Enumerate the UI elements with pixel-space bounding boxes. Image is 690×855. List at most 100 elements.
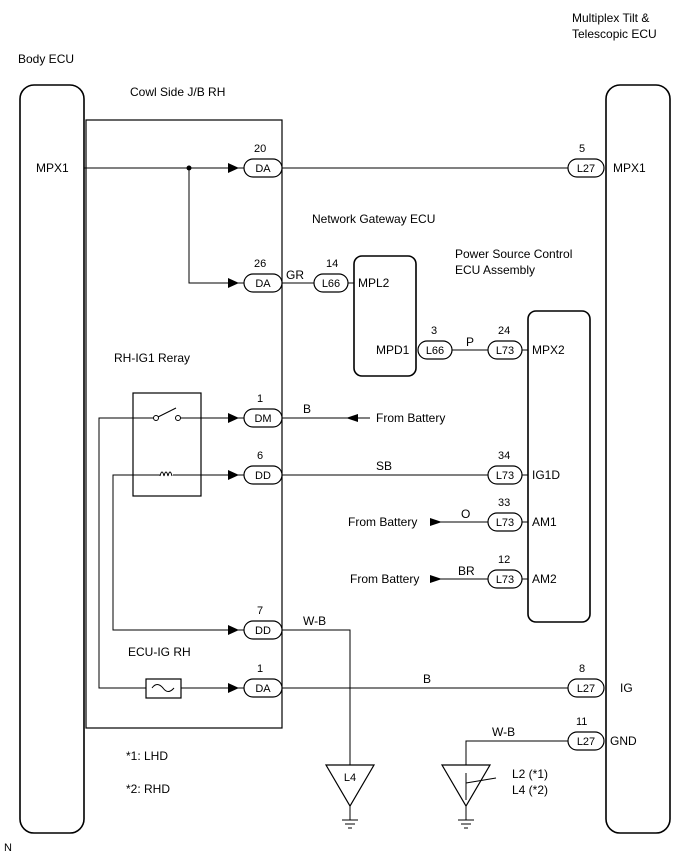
corner-mark: N xyxy=(4,842,12,854)
wire-wb-left xyxy=(282,629,351,765)
power-source-label-line2: ECU Assembly xyxy=(455,263,535,277)
power-conn-label: L73 xyxy=(496,574,514,586)
relay-contact-2 xyxy=(175,415,181,421)
gateway-label: Network Gateway ECU xyxy=(312,212,435,226)
jb-pin-num: 7 xyxy=(257,605,263,617)
arrow-right-icon xyxy=(430,518,442,526)
power-pin-name: AM2 xyxy=(532,572,557,586)
wire-color-p: P xyxy=(466,335,474,349)
jb-conn-label: DD xyxy=(255,470,271,482)
gateway-pin-num: 3 xyxy=(431,325,437,337)
power-conn-label: L73 xyxy=(496,470,514,482)
tilt-pin-num: 11 xyxy=(576,716,587,728)
tilt-pin-num: 8 xyxy=(579,663,585,675)
battery-source-3: From Battery xyxy=(350,572,442,586)
power-pin-num: 34 xyxy=(498,450,510,462)
ground-right: L2 (*1) L4 (*2) xyxy=(440,764,548,829)
jb-connector-dd6: DD 6 xyxy=(228,450,283,485)
tilt-conn-label: L27 xyxy=(577,683,595,695)
power-source-label-line1: Power Source Control xyxy=(455,247,572,261)
power-pin-num: 33 xyxy=(498,497,510,509)
wire-branch-da26 xyxy=(188,168,244,284)
power-conn-label: L73 xyxy=(496,517,514,529)
power-connector-mpx2: L73 24 MPX2 xyxy=(487,325,565,360)
gateway-connector-mpl2: L66 14 MPL2 xyxy=(313,258,390,293)
jb-connector-dd7: DD 7 xyxy=(228,605,283,640)
tilt-pin-name: MPX1 xyxy=(613,161,646,175)
tilt-conn-label: L27 xyxy=(577,163,595,175)
tilt-ecu-label-line2: Telescopic ECU xyxy=(572,27,657,41)
gateway-pin-name: MPL2 xyxy=(358,276,390,290)
wire-color-b-bottom: B xyxy=(423,672,431,686)
body-ecu-box xyxy=(19,84,85,834)
power-connector-ig1d: L73 34 IG1D xyxy=(487,450,560,485)
power-source-box xyxy=(527,310,591,623)
tilt-conn-label: L27 xyxy=(577,736,595,748)
power-pin-num: 24 xyxy=(498,325,510,337)
power-connector-am2: L73 12 AM2 xyxy=(487,554,557,589)
tilt-connector-ig: L27 8 IG xyxy=(567,663,633,698)
gateway-pin-num: 14 xyxy=(326,258,338,270)
arrow-right-icon xyxy=(430,575,442,583)
gateway-box xyxy=(353,255,417,377)
battery-source-1: From Battery xyxy=(346,411,445,425)
relay-coil-icon xyxy=(159,471,173,477)
jb-connector-da1: DA 1 xyxy=(228,663,283,698)
relay-contact-1 xyxy=(153,415,159,421)
jb-conn-label: DD xyxy=(255,625,271,637)
ground-triangle-icon xyxy=(324,764,376,808)
ground-label: L4 xyxy=(344,772,356,784)
tilt-pin-name: IG xyxy=(620,681,633,695)
power-pin-name: MPX2 xyxy=(532,343,565,357)
tilt-connector-mpx1: L27 5 MPX1 xyxy=(567,143,646,178)
jb-conn-label: DA xyxy=(255,683,271,695)
ground-label-2: L4 (*2) xyxy=(512,783,548,797)
tilt-ecu-box xyxy=(605,84,671,834)
power-pin-name: IG1D xyxy=(532,468,560,482)
jb-connector-da20: DA 20 xyxy=(228,143,283,178)
battery-label: From Battery xyxy=(348,515,417,529)
body-ecu-label: Body ECU xyxy=(18,52,74,66)
wire-wb-right xyxy=(465,740,568,765)
wire-relay-to-fuse xyxy=(98,417,154,689)
gateway-pin-name: MPD1 xyxy=(376,343,410,357)
note-lhd: *1: LHD xyxy=(126,749,168,763)
tilt-pin-name: GND xyxy=(610,734,637,748)
jb-conn-label: DA xyxy=(255,163,271,175)
relay-label: RH-IG1 Reray xyxy=(114,351,190,365)
fuse-icon xyxy=(151,684,175,692)
jb-connector-dm1: DM 1 xyxy=(228,393,283,428)
jb-pin-num: 26 xyxy=(254,258,266,270)
battery-source-2: From Battery xyxy=(348,515,442,529)
power-pin-name: AM1 xyxy=(532,515,557,529)
wire-relay-to-dd7 xyxy=(112,474,244,631)
jb-connector-da26: DA 26 xyxy=(228,258,283,293)
tilt-ecu-label-line1: Multiplex Tilt & xyxy=(572,11,649,25)
wire-color-wb-left: W-B xyxy=(303,614,326,628)
gateway-connector-mpd1: L66 3 MPD1 xyxy=(376,325,453,360)
wire-color-wb-right: W-B xyxy=(492,725,515,739)
power-connector-am1: L73 33 AM1 xyxy=(487,497,557,532)
power-pin-num: 12 xyxy=(498,554,510,566)
battery-label: From Battery xyxy=(350,572,419,586)
tilt-connector-gnd: L27 11 GND xyxy=(567,716,637,751)
relay-box xyxy=(132,392,202,497)
body-ecu-pin-name: MPX1 xyxy=(36,161,69,175)
wire-color-b-top: B xyxy=(303,402,311,416)
gateway-conn-label: L66 xyxy=(426,345,444,357)
tilt-pin-num: 5 xyxy=(579,143,585,155)
wire-color-o: O xyxy=(461,507,470,521)
jb-pin-num: 1 xyxy=(257,663,263,675)
battery-label: From Battery xyxy=(376,411,445,425)
jb-pin-num: 1 xyxy=(257,393,263,405)
gateway-conn-label: L66 xyxy=(322,278,340,290)
ground-label-1: L2 (*1) xyxy=(512,767,548,781)
jb-pin-num: 20 xyxy=(254,143,266,155)
ground-l4-left: L4 xyxy=(324,764,376,829)
jb-pin-num: 6 xyxy=(257,450,263,462)
jb-conn-label: DA xyxy=(255,278,271,290)
wire-color-br: BR xyxy=(458,564,475,578)
fuse-label: ECU-IG RH xyxy=(128,645,191,659)
wire-color-gr: GR xyxy=(286,268,304,282)
